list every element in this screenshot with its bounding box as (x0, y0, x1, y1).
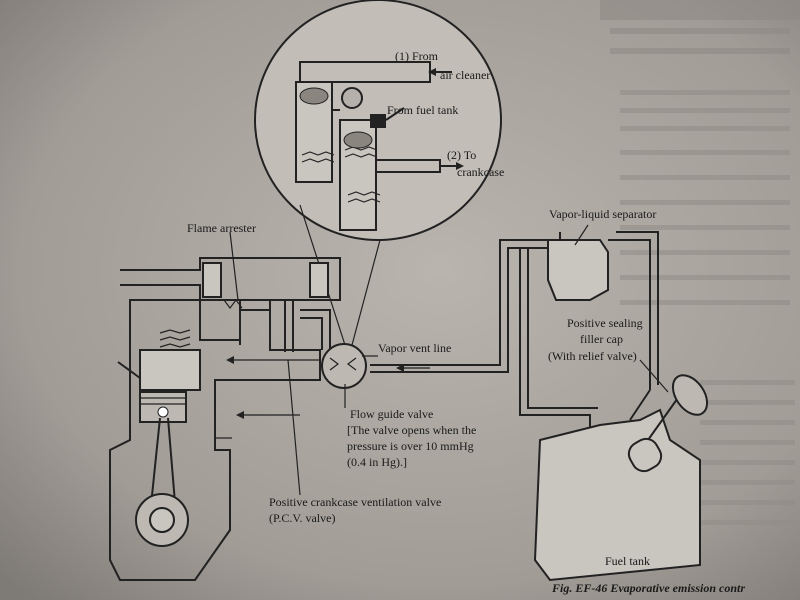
figure-caption: Fig. EF-46 Evaporative emission contr (551, 581, 745, 595)
inset-detail: (1) From air cleaner From fuel tank (2) … (254, 0, 504, 346)
label-vapor-liquid-separator: Vapor-liquid separator (549, 207, 656, 221)
label-flow-guide-note-1: [The valve opens when the (347, 423, 476, 437)
label-filler-cap-1: Positive sealing (567, 316, 643, 330)
label-flow-guide-valve: Flow guide valve (350, 407, 433, 421)
inset-from-air-cleaner-2: air cleaner (440, 68, 490, 82)
pointer-lines (229, 231, 378, 496)
label-filler-cap-2: filler cap (580, 332, 623, 346)
fuel-system (519, 224, 709, 582)
label-filler-cap-3: (With relief valve) (548, 349, 637, 363)
label-flow-guide-note-3: (0.4 in Hg).] (347, 455, 407, 469)
label-vapor-vent-line: Vapor vent line (378, 341, 451, 355)
label-fuel-tank: Fuel tank (605, 554, 650, 568)
label-flame-arrester: Flame arrester (187, 221, 256, 235)
label-flow-guide-note-2: pressure is over 10 mmHg (347, 439, 474, 453)
inset-to-crankcase-1: (2) To (447, 148, 476, 162)
show-through-text (600, 0, 800, 525)
label-pcv-valve-1: Positive crankcase ventilation valve (269, 495, 441, 509)
engine (109, 257, 341, 581)
inset-to-crankcase-2: crankcase (457, 165, 504, 179)
label-pcv-valve-2: (P.C.V. valve) (269, 511, 335, 525)
inset-from-air-cleaner-1: (1) From (395, 49, 439, 63)
inset-from-fuel-tank: From fuel tank (387, 103, 458, 117)
